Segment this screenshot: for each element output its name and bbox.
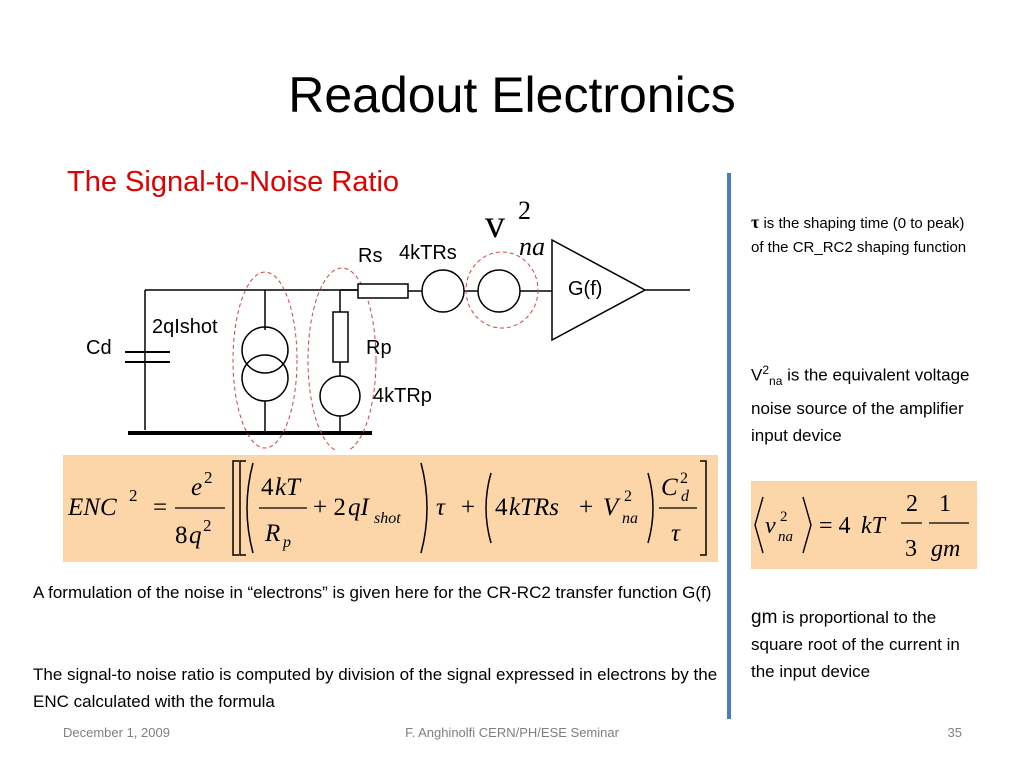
gm-note-word: gm — [751, 607, 778, 628]
svg-text:2: 2 — [906, 491, 918, 517]
label-4ktrs: 4kTRs — [399, 242, 457, 264]
tau-symbol: τ — [751, 212, 760, 232]
svg-text:τ: τ — [671, 520, 681, 547]
vna-subscript: na — [519, 232, 545, 261]
rp-noise-source — [319, 375, 361, 417]
vna-symbol: v — [485, 201, 505, 246]
enc-formula-box: ENC 2 = e 2 8 q 2 4 kT R p + 2 qI shot τ… — [63, 455, 718, 562]
enc-formula: ENC 2 = e 2 8 q 2 4 kT R p + 2 qI shot τ… — [67, 460, 707, 556]
label-rp: Rp — [366, 337, 392, 359]
tau-note: τ is the shaping time (0 to peak) of the… — [751, 210, 976, 260]
svg-text:= 4: = 4 — [819, 513, 851, 539]
svg-text:2: 2 — [129, 486, 138, 505]
footer-center: F. Anghinolfi CERN/PH/ESE Seminar — [405, 725, 619, 740]
svg-text:2: 2 — [780, 509, 788, 525]
svg-text:R: R — [264, 520, 280, 547]
vna-noise-source — [477, 269, 521, 313]
body-paragraph-2: The signal-to noise ratio is computed by… — [33, 665, 718, 711]
svg-text:ENC: ENC — [67, 494, 117, 521]
rp-dashed-ellipse — [307, 267, 377, 450]
svg-text:2: 2 — [680, 470, 688, 487]
vna-note: V2na is the equivalent voltage noise sou… — [751, 357, 981, 449]
svg-text:2: 2 — [203, 516, 212, 535]
shot-dashed-ellipse — [232, 271, 298, 449]
svg-text:+: + — [461, 494, 475, 521]
circuit-diagram — [125, 238, 690, 450]
vna-note-text: is the equivalent voltage noise source o… — [751, 365, 970, 446]
label-cd: Cd — [86, 337, 112, 359]
svg-text:gm: gm — [931, 536, 960, 562]
svg-text:2: 2 — [204, 468, 213, 487]
svg-text:kTRs: kTRs — [509, 494, 559, 521]
svg-text:e: e — [191, 474, 202, 501]
svg-text:+: + — [579, 494, 593, 521]
shot-source-circle-2 — [241, 354, 289, 402]
slide-subtitle: The Signal-to-Noise Ratio — [67, 166, 400, 198]
svg-text:+ 2: + 2 — [313, 494, 346, 521]
gm-formula: v 2 na = 4 kT 2 3 1 gm — [754, 491, 969, 562]
vna-dashed-ellipse — [465, 251, 539, 329]
vna-note-sub: na — [769, 374, 783, 389]
svg-text:d: d — [681, 488, 690, 505]
rs-resistor — [357, 283, 409, 299]
svg-text:4: 4 — [261, 474, 274, 501]
svg-text:=: = — [153, 494, 167, 521]
svg-text:na: na — [778, 529, 793, 545]
svg-text:τ: τ — [436, 494, 446, 521]
svg-text:1: 1 — [939, 491, 951, 517]
svg-text:2: 2 — [624, 488, 632, 505]
svg-text:p: p — [282, 534, 291, 551]
footer-page-number: 35 — [947, 725, 962, 740]
shot-source-circle-1 — [241, 326, 289, 374]
amplifier-triangle — [551, 238, 647, 342]
svg-text:C: C — [661, 474, 678, 501]
label-2qishot: 2qIshot — [152, 316, 218, 338]
label-gf: G(f) — [568, 278, 603, 300]
vertical-divider — [727, 173, 731, 719]
gm-note-text: is proportional to the square root of th… — [751, 608, 960, 681]
label-4ktrp: 4kTRp — [373, 385, 432, 407]
svg-text:shot: shot — [374, 510, 401, 527]
gm-formula-box: v 2 na = 4 kT 2 3 1 gm — [751, 481, 977, 569]
svg-text:v: v — [765, 513, 776, 539]
slide-title: Readout Electronics — [288, 67, 736, 123]
label-rs: Rs — [358, 245, 383, 267]
vna-note-v: V — [751, 365, 763, 385]
svg-text:q: q — [189, 522, 202, 549]
svg-text:qI: qI — [348, 494, 371, 521]
svg-text:V: V — [603, 494, 621, 521]
gm-note: gm is proportional to the square root of… — [751, 604, 981, 685]
svg-text:8: 8 — [175, 522, 188, 549]
vna-exponent: 2 — [518, 196, 531, 225]
svg-text:3: 3 — [905, 536, 917, 562]
svg-text:kT: kT — [275, 474, 302, 501]
rs-noise-source — [421, 269, 465, 313]
rp-resistor — [332, 311, 349, 363]
body-paragraph-1: A formulation of the noise in “electrons… — [33, 583, 712, 602]
svg-text:na: na — [622, 510, 638, 527]
svg-text:kT: kT — [861, 513, 887, 539]
tau-note-text: is the shaping time (0 to peak) of the C… — [751, 215, 967, 256]
svg-text:4: 4 — [495, 494, 508, 521]
footer-date: December 1, 2009 — [63, 725, 170, 740]
vna-note-sup: 2 — [762, 363, 770, 377]
